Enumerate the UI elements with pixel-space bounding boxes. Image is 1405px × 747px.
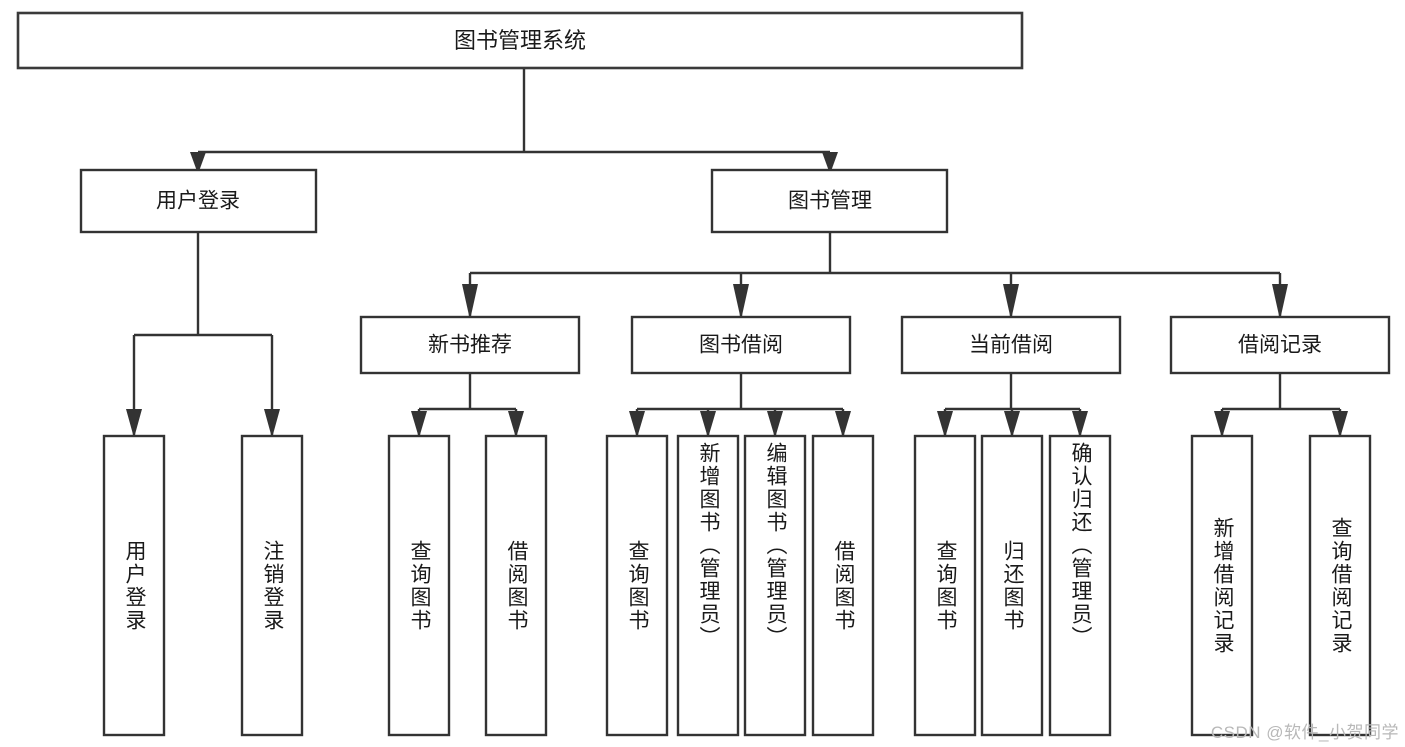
connector-bookborrow-to-bus	[635, 373, 845, 437]
node-current-borrow[interactable]: 当前借阅	[900, 315, 1122, 375]
node-book-manage[interactable]: 图书管理	[710, 168, 949, 234]
node-leaf-query-book-rec-box[interactable]	[387, 434, 451, 737]
node-book-borrow-label: 图书借阅	[699, 334, 783, 357]
arrow-to-borrow-record-icon	[1272, 284, 1288, 320]
connector-group	[132, 68, 1342, 437]
node-leaf-query-book-box[interactable]	[605, 434, 669, 737]
node-leaf-edit-book-box[interactable]	[743, 434, 807, 737]
arrow-to-leaf-add-record-icon	[1214, 411, 1230, 438]
arrow-to-leaf-logout-icon	[264, 409, 280, 438]
node-user-login[interactable]: 用户登录	[79, 168, 318, 234]
leaf-box-group	[102, 434, 1372, 737]
node-user-login-label: 用户登录	[156, 190, 240, 213]
connector-root-to-bus	[196, 68, 832, 172]
arrow-to-user-login-icon	[190, 152, 206, 174]
arrow-to-leaf-edit-book-icon	[767, 411, 783, 438]
arrow-to-leaf-borrow-book-rec-icon	[508, 411, 524, 438]
node-borrow-record-label: 借阅记录	[1238, 334, 1322, 357]
node-leaf-confirm-return-box[interactable]	[1048, 434, 1112, 737]
arrow-to-leaf-confirm-return-icon	[1072, 411, 1088, 438]
node-current-borrow-label: 当前借阅	[969, 334, 1053, 357]
node-book-borrow[interactable]: 图书借阅	[630, 315, 852, 375]
node-leaf-query-book-cur-box[interactable]	[913, 434, 977, 737]
node-new-book-rec[interactable]: 新书推荐	[359, 315, 581, 375]
node-borrow-record[interactable]: 借阅记录	[1169, 315, 1391, 375]
arrow-to-current-borrow-icon	[1003, 284, 1019, 320]
arrow-to-book-borrow-icon	[733, 284, 749, 320]
node-leaf-user-login-box[interactable]	[102, 434, 166, 737]
arrow-to-new-book-rec-icon	[462, 284, 478, 320]
connector-newbookrec-to-bus	[417, 373, 518, 437]
node-book-manage-box[interactable]	[710, 168, 949, 234]
arrowhead-group	[126, 152, 1348, 438]
arrow-to-book-manage-icon	[822, 152, 838, 174]
node-borrow-record-box[interactable]	[1169, 315, 1391, 375]
connector-bookmanage-to-bus	[468, 232, 1282, 319]
node-leaf-borrow-book-box[interactable]	[811, 434, 875, 737]
node-leaf-logout-box[interactable]	[240, 434, 304, 737]
node-leaf-add-record-box[interactable]	[1190, 434, 1254, 737]
arrow-to-leaf-query-book-icon	[629, 411, 645, 438]
arrow-to-leaf-query-book-rec-icon	[411, 411, 427, 438]
connector-userlogin-to-bus	[132, 232, 274, 437]
node-leaf-query-record-box[interactable]	[1308, 434, 1372, 737]
node-book-borrow-box[interactable]	[630, 315, 852, 375]
node-new-book-rec-label: 新书推荐	[428, 334, 512, 357]
arrow-to-leaf-query-book-cur-icon	[937, 411, 953, 438]
arrow-to-leaf-query-record-icon	[1332, 411, 1348, 438]
node-leaf-return-book-box[interactable]	[980, 434, 1044, 737]
node-book-manage-label: 图书管理	[788, 190, 872, 213]
node-root[interactable]: 图书管理系统	[16, 11, 1024, 70]
node-user-login-box[interactable]	[79, 168, 318, 234]
arrow-to-leaf-user-login-icon	[126, 409, 142, 438]
node-root-box[interactable]	[16, 11, 1024, 70]
arrow-to-leaf-return-book-icon	[1004, 411, 1020, 438]
arrow-to-leaf-borrow-book-icon	[835, 411, 851, 438]
connector-borrowrecord-to-bus	[1220, 373, 1342, 437]
node-current-borrow-box[interactable]	[900, 315, 1122, 375]
node-leaf-add-book-box[interactable]	[676, 434, 740, 737]
node-new-book-rec-box[interactable]	[359, 315, 581, 375]
csdn-watermark: CSDN @软件_小贺同学	[1210, 723, 1399, 742]
arrow-to-leaf-add-book-icon	[700, 411, 716, 438]
node-root-label: 图书管理系统	[454, 28, 586, 53]
node-leaf-borrow-book-rec-box[interactable]	[484, 434, 548, 737]
